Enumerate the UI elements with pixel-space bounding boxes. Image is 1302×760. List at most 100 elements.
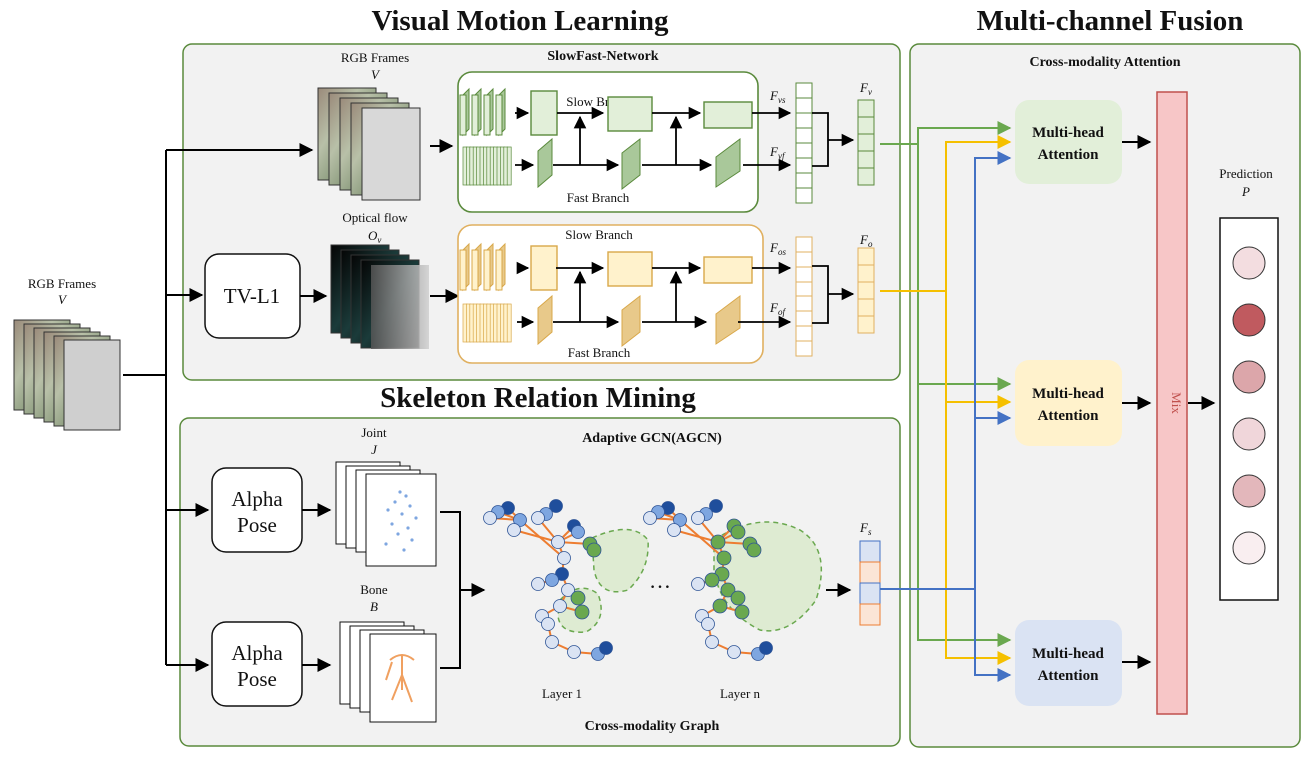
label-fos: Fos	[769, 240, 786, 257]
joint-var: J	[371, 442, 378, 457]
feature-cell	[795, 266, 813, 283]
graph-node	[571, 525, 585, 539]
graph-node-attended	[712, 598, 728, 614]
fast-block-1	[537, 137, 553, 189]
feature-cell	[859, 582, 881, 605]
label-fv: Fv	[859, 80, 872, 97]
graph-node	[673, 513, 687, 527]
feature-cell	[857, 150, 875, 169]
graph-node-attended	[570, 590, 586, 606]
graph-node-attended	[704, 572, 720, 588]
prediction-class-circle	[1232, 474, 1266, 508]
optical-flow-stack	[330, 244, 429, 349]
joint-label: Joint	[361, 425, 387, 440]
slow-block-3	[703, 256, 753, 284]
graph-node	[545, 573, 559, 587]
attention-box-skeleton	[1015, 620, 1122, 706]
label-fof: Fof	[769, 300, 786, 317]
feature-cell	[859, 540, 881, 563]
prediction-class-circle	[1232, 417, 1266, 451]
fast-block-2	[621, 137, 641, 191]
attention-box-visual	[1015, 100, 1122, 184]
feature-cell	[859, 561, 881, 584]
graph-edge	[519, 519, 565, 559]
slow-input-frame-face	[459, 94, 467, 136]
subtitle-cross-attention: Cross-modality Attention	[1029, 55, 1180, 70]
rgb-left-label: RGB Frames	[28, 276, 96, 291]
attention-2-line-2: Attention	[1038, 408, 1099, 424]
rgb-top-label: RGB Frames	[341, 50, 409, 65]
prediction-circles	[1232, 246, 1266, 565]
fusion-connections	[880, 121, 1012, 682]
feature-cell	[857, 99, 875, 118]
slowfast-flow-flow	[516, 261, 792, 329]
slow-block-2	[607, 96, 653, 132]
rgb-left-var: V	[58, 292, 68, 307]
attention-3-line-2: Attention	[1038, 668, 1099, 684]
feature-fvf	[795, 142, 813, 204]
graph-node-attended	[730, 590, 746, 606]
subtitle-agcn: Adaptive GCN(AGCN)	[582, 431, 722, 446]
feature-cell	[795, 82, 813, 99]
bone-var: B	[370, 599, 378, 614]
graph-node	[555, 567, 569, 581]
graph-node-attended	[720, 582, 736, 598]
label-fo: Fo	[859, 232, 873, 249]
attention-2-line-1: Multi-head	[1032, 386, 1104, 402]
graph-node-attended	[716, 550, 732, 566]
graph-node	[541, 617, 555, 631]
graph-node	[691, 511, 705, 525]
slow-block-1	[530, 90, 558, 136]
feature-cell	[795, 236, 813, 253]
feature-cell	[795, 251, 813, 268]
layer-ellipsis: …	[649, 568, 671, 593]
slow-block-1	[530, 245, 558, 291]
bone-stack	[339, 621, 437, 723]
feature-cell	[795, 157, 813, 174]
feature-cell	[857, 133, 875, 152]
prediction-class-circle	[1232, 531, 1266, 565]
feature-cell	[795, 295, 813, 312]
title-skeleton: Skeleton Relation Mining	[380, 382, 696, 414]
slow-block-2	[607, 251, 653, 287]
fast-block-1	[537, 294, 553, 346]
prediction-box	[1219, 217, 1279, 601]
rgb-frames-left-stack	[13, 319, 121, 431]
graph-node-attended	[730, 524, 746, 540]
graph-node-attended	[746, 542, 762, 558]
prediction-var: P	[1241, 184, 1250, 199]
slow-input-frame-face	[459, 249, 467, 291]
feature-fos	[795, 236, 813, 298]
graph-node	[507, 523, 521, 537]
feature-cell	[857, 167, 875, 186]
tvl1-label: TV-L1	[224, 284, 280, 308]
slow-input-frame-face	[483, 94, 491, 136]
feature-fof	[795, 295, 813, 357]
fast-block-3	[715, 295, 741, 345]
feature-cell	[795, 172, 813, 189]
feature-cell	[857, 116, 875, 135]
feature-cell	[795, 325, 813, 342]
fast-branch-label-flow: Fast Branch	[568, 345, 631, 360]
slow-input-frame-face	[495, 94, 503, 136]
concat-flow-lines	[812, 265, 855, 324]
fast-branch-label-rgb: Fast Branch	[567, 190, 630, 205]
concat-rgb-lines	[812, 112, 855, 167]
graph-layer-n	[643, 499, 823, 661]
feature-fv	[857, 99, 875, 186]
joint-stack	[335, 461, 437, 567]
graph-node-attended	[734, 604, 750, 620]
feature-cell	[857, 264, 875, 283]
subtitle-cross-graph: Cross-modality Graph	[585, 719, 720, 734]
feature-cell	[857, 315, 875, 334]
feature-fo	[857, 247, 875, 334]
feature-fvs	[795, 82, 813, 144]
attention-region	[591, 528, 649, 593]
attention-1-line-1: Multi-head	[1032, 125, 1104, 141]
graph-node	[643, 511, 657, 525]
fast-input-frame	[506, 303, 512, 343]
mix-bar	[1156, 91, 1188, 715]
skeleton-merge-lines	[440, 511, 486, 669]
feature-cell	[795, 340, 813, 357]
